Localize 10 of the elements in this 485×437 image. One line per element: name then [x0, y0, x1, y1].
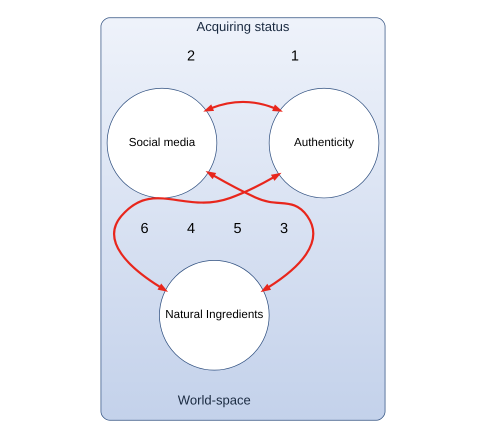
label: 2 [186, 48, 195, 64]
node-circle: Natural Ingredients [158, 260, 270, 370]
arrow [205, 170, 314, 292]
label: 3 [280, 220, 288, 236]
label: 5 [233, 220, 242, 236]
arrow [202, 100, 282, 112]
label: 6 [140, 220, 148, 236]
label: 4 [186, 220, 195, 236]
arrow [112, 172, 281, 292]
label: 1 [290, 48, 298, 64]
